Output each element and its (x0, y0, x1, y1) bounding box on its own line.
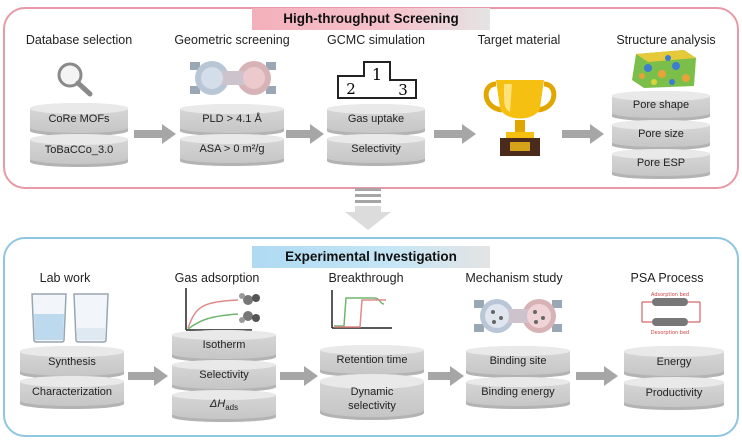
screening-banner: High-throughput Screening (252, 8, 490, 30)
disk-core-mofs: CoRe MOFs (30, 103, 128, 136)
breakthrough-plot-icon (331, 290, 392, 329)
enthalpy-symbol: ΔH (209, 398, 226, 411)
binding-pore-icon (474, 299, 562, 333)
disk-gas-uptake: Gas uptake (327, 104, 425, 136)
disk-tobaccco: ToBaCCo_3.0 (30, 134, 128, 167)
trophy-icon (483, 80, 557, 156)
arrow-right-icon (286, 124, 324, 144)
adsorption-bed-label: Adsorption bed (651, 292, 689, 298)
arrow-right-icon (134, 124, 176, 144)
arrow-right-icon (128, 366, 168, 386)
down-arrow-icon (345, 188, 391, 230)
step-title-gas-adsorption: Gas adsorption (174, 271, 260, 285)
podium-third: 3 (398, 81, 408, 99)
podium-second: 2 (346, 80, 356, 98)
disk-dynamic-selectivity: Dynamic selectivity (320, 374, 424, 420)
disk-pore-shape: Pore shape (612, 91, 710, 121)
disk-selectivity-bottom: Selectivity (172, 360, 276, 392)
podium-icon: 1 2 3 (337, 61, 417, 99)
arrow-right-icon (280, 366, 318, 386)
psa-schematic-icon: Adsorption bed Desorption bed (641, 292, 701, 336)
step-title-structure-analysis: Structure analysis (616, 33, 716, 47)
disk-pld: PLD > 4.1 Å (180, 104, 284, 136)
disk-characterization: Characterization (20, 376, 124, 409)
podium-first: 1 (372, 65, 382, 84)
step-title-breakthrough: Breakthrough (328, 271, 404, 285)
disk-energy: Energy (624, 346, 724, 379)
step-title-lab-work: Lab work (39, 271, 91, 285)
magnifier-icon (57, 62, 93, 97)
step-title-database-selection: Database selection (25, 33, 133, 47)
disk-pore-esp: Pore ESP (612, 149, 710, 179)
disk-binding-energy: Binding energy (466, 377, 570, 409)
disk-binding-site: Binding site (466, 346, 570, 378)
structure-render-icon (632, 50, 696, 88)
desorption-bed-label: Desorption bed (651, 330, 689, 336)
experimental-panel (3, 237, 739, 437)
arrow-right-icon (434, 124, 476, 144)
disk-synthesis: Synthesis (20, 346, 124, 379)
disk-selectivity-top: Selectivity (327, 134, 425, 166)
disk-enthalpy: ΔHads (172, 390, 276, 422)
enthalpy-subscript: ads (225, 403, 239, 413)
step-title-gcmc-simulation: GCMC simulation (327, 33, 425, 47)
step-title-psa-process: PSA Process (630, 271, 704, 285)
arrow-right-icon (428, 366, 464, 386)
beakers-icon (31, 293, 109, 343)
step-title-target-material: Target material (477, 33, 561, 47)
experimental-banner: Experimental Investigation (252, 246, 490, 268)
arrow-right-icon (576, 366, 618, 386)
pore-cage-icon (190, 61, 276, 95)
disk-pore-size: Pore size (612, 120, 710, 150)
arrow-right-icon (562, 124, 604, 144)
isotherm-plot-icon (185, 288, 260, 331)
disk-asa: ASA > 0 m²/g (180, 134, 284, 166)
disk-isotherm: Isotherm (172, 330, 276, 362)
step-title-geometric-screening: Geometric screening (174, 33, 290, 47)
disk-retention-time: Retention time (320, 345, 424, 377)
step-title-mechanism-study: Mechanism study (465, 271, 563, 285)
disk-productivity: Productivity (624, 377, 724, 410)
